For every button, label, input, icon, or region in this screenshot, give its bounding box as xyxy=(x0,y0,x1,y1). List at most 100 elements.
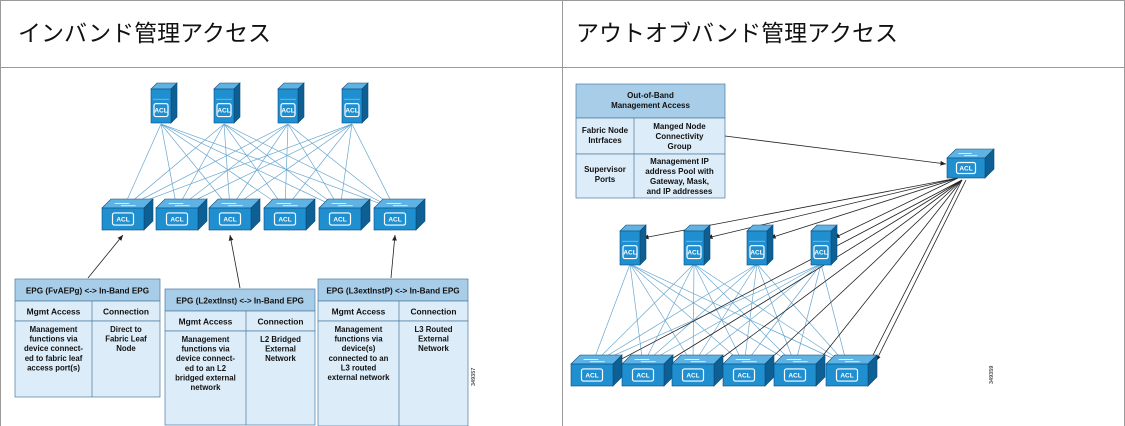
fabric-link xyxy=(176,123,289,210)
mgmt-access-text: device connect- xyxy=(24,344,83,353)
acl-badge xyxy=(580,368,604,382)
fabric-link xyxy=(223,123,341,210)
acl-badge xyxy=(328,212,352,226)
fabric-link xyxy=(591,263,695,366)
oob-row-value: address Pool with xyxy=(645,167,714,176)
spine-switch: ACL xyxy=(683,224,711,266)
connection-text: Network xyxy=(265,354,296,363)
acl-label: ACL xyxy=(737,373,750,380)
fabric-link xyxy=(693,263,848,366)
fabric-link xyxy=(743,263,822,366)
leaf-switch: ACL xyxy=(318,198,371,231)
leaf-switch: ACL xyxy=(825,354,878,387)
mgmt-access-text: ed to an L2 xyxy=(185,364,227,373)
acl-label: ACL xyxy=(750,250,763,257)
acl-badge xyxy=(344,103,360,118)
fabric-link xyxy=(642,263,822,366)
acl-label: ACL xyxy=(686,373,699,380)
acl-label: ACL xyxy=(223,217,236,224)
leaf-switch: ACL xyxy=(773,354,826,387)
oob-row-value: Group xyxy=(668,142,692,151)
acl-badge xyxy=(218,212,242,226)
epg-table: EPG (L3extInstP) <-> In-Band EPG Mgmt Acc… xyxy=(317,278,469,426)
acl-badge xyxy=(686,245,702,260)
mgmt-access-text: external network xyxy=(328,373,391,382)
fabric-link xyxy=(642,263,695,366)
epg-table-title: EPG (L2extInst) <-> In-Band EPG xyxy=(176,297,304,306)
fabric-link xyxy=(160,123,396,210)
management-arrow xyxy=(228,234,241,289)
fabric-link xyxy=(223,123,286,210)
leaf-switch: ACL xyxy=(101,198,154,231)
epg-table-title: EPG (L3extInstP) <-> In-Band EPG xyxy=(326,287,459,296)
fabric-link xyxy=(642,263,758,366)
connection-text: Network xyxy=(418,344,449,353)
spine-switch: ACL xyxy=(277,82,305,124)
mgmt-access-text: functions via xyxy=(334,335,383,344)
acl-label: ACL xyxy=(116,217,129,224)
outofband-header: アウトオブバンド管理アクセス xyxy=(576,21,898,47)
fabric-link xyxy=(229,123,353,210)
oob-row-label: Fabric Node xyxy=(582,126,629,135)
leaf-switch: ACL xyxy=(946,148,995,179)
mgmt-access-text: Management xyxy=(182,335,230,344)
fabric-link xyxy=(160,123,341,210)
leaf-switch: ACL xyxy=(621,354,674,387)
fabric-link xyxy=(693,263,796,366)
fabric-link xyxy=(692,263,758,366)
management-arrow xyxy=(613,179,963,364)
fabric-link xyxy=(122,123,162,210)
fabric-link xyxy=(176,123,353,210)
connection-text: L3 Routed xyxy=(414,325,452,334)
management-arrow xyxy=(765,179,963,364)
column-header: Connection xyxy=(257,317,303,327)
oob-table-title: Management Access xyxy=(611,101,690,110)
column-header: Mgmt Access xyxy=(332,307,386,317)
column-header: Connection xyxy=(410,307,456,317)
acl-badge xyxy=(955,161,977,175)
column-header: Mgmt Access xyxy=(27,307,81,317)
mgmt-access-text: Management xyxy=(335,325,383,334)
fabric-link xyxy=(629,263,848,366)
leaf-switch: ACL xyxy=(671,354,724,387)
fabric-link xyxy=(223,123,231,210)
acl-badge xyxy=(111,212,135,226)
acl-label: ACL xyxy=(814,250,827,257)
fabric-link xyxy=(591,263,758,366)
mgmt-access-text: connected to an xyxy=(329,354,389,363)
spine-switch: ACL xyxy=(810,224,838,266)
oob-row-value: Management IP xyxy=(650,157,709,166)
acl-label: ACL xyxy=(788,373,801,380)
acl-badge xyxy=(273,212,297,226)
management-arrow xyxy=(390,234,397,279)
oob-row-label: Supervisor xyxy=(584,165,626,174)
management-arrow xyxy=(706,177,959,240)
fabric-link xyxy=(629,263,745,366)
connection-text: External xyxy=(265,345,296,354)
spine-switch: ACL xyxy=(746,224,774,266)
fabric-link xyxy=(351,123,396,210)
fabric-link xyxy=(287,123,396,210)
mgmt-access-text: functions via xyxy=(29,335,78,344)
fabric-link xyxy=(629,263,644,366)
table-left-border xyxy=(0,0,1,426)
fabric-link xyxy=(122,123,289,210)
fabric-link xyxy=(160,123,231,210)
fabric-link xyxy=(692,263,695,366)
fabric-link xyxy=(794,263,822,366)
acl-badge xyxy=(153,103,169,118)
fabric-link xyxy=(122,123,353,210)
acl-label: ACL xyxy=(281,108,294,115)
mgmt-access-text: bridged external xyxy=(175,373,236,382)
acl-badge xyxy=(383,212,407,226)
management-arrow xyxy=(769,177,959,239)
mgmt-access-text: device connect- xyxy=(176,354,235,363)
acl-label: ACL xyxy=(170,217,183,224)
fabric-link xyxy=(339,123,353,210)
